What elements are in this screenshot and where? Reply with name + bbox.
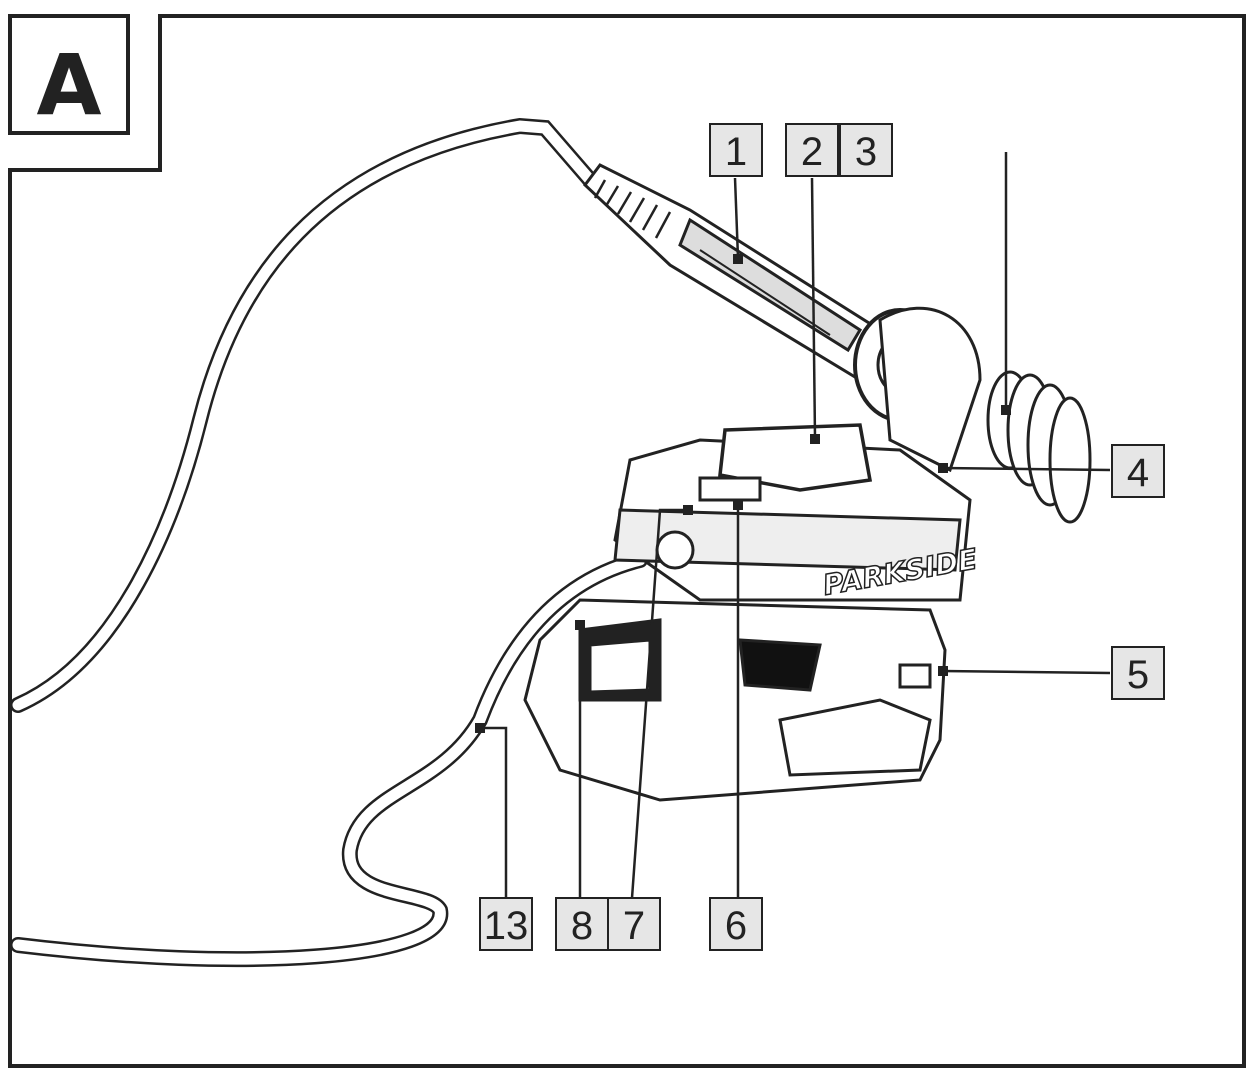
callout-5-label: 5 — [1127, 653, 1149, 697]
callout-1-label: 1 — [725, 130, 747, 174]
callout-3-label: 3 — [855, 130, 877, 174]
usb-port — [898, 663, 932, 689]
callout-4-label: 4 — [1127, 451, 1149, 495]
callout-6-label: 6 — [725, 904, 747, 948]
callout-8: 8 — [555, 897, 609, 951]
grip-ridges — [593, 179, 672, 239]
callout-13: 13 — [479, 897, 533, 951]
callout-7: 7 — [607, 897, 661, 951]
callout-8-label: 8 — [571, 904, 593, 948]
control-knob — [655, 530, 695, 570]
panel-letter: A — [36, 36, 101, 134]
battery-pack — [523, 598, 947, 802]
callout-2: 2 — [785, 123, 839, 177]
panel-letter-box: A — [8, 14, 130, 135]
station-body: PARKSIDE — [613, 423, 980, 603]
power-cable — [10, 117, 648, 968]
callout-5: 5 — [1111, 646, 1165, 700]
callout-7-label: 7 — [623, 904, 645, 948]
callout-3: 3 — [839, 123, 893, 177]
display — [698, 476, 762, 502]
iron-holder-coil — [878, 306, 1092, 524]
leader-lines — [480, 152, 1111, 899]
callout-13-label: 13 — [484, 904, 529, 948]
sponge — [718, 423, 873, 492]
leader-endpoints — [475, 254, 1011, 733]
callout-4: 4 — [1111, 444, 1165, 498]
callout-6: 6 — [709, 897, 763, 951]
outer-frame — [8, 14, 1246, 1068]
callout-1: 1 — [709, 123, 763, 177]
callout-2-label: 2 — [801, 130, 823, 174]
